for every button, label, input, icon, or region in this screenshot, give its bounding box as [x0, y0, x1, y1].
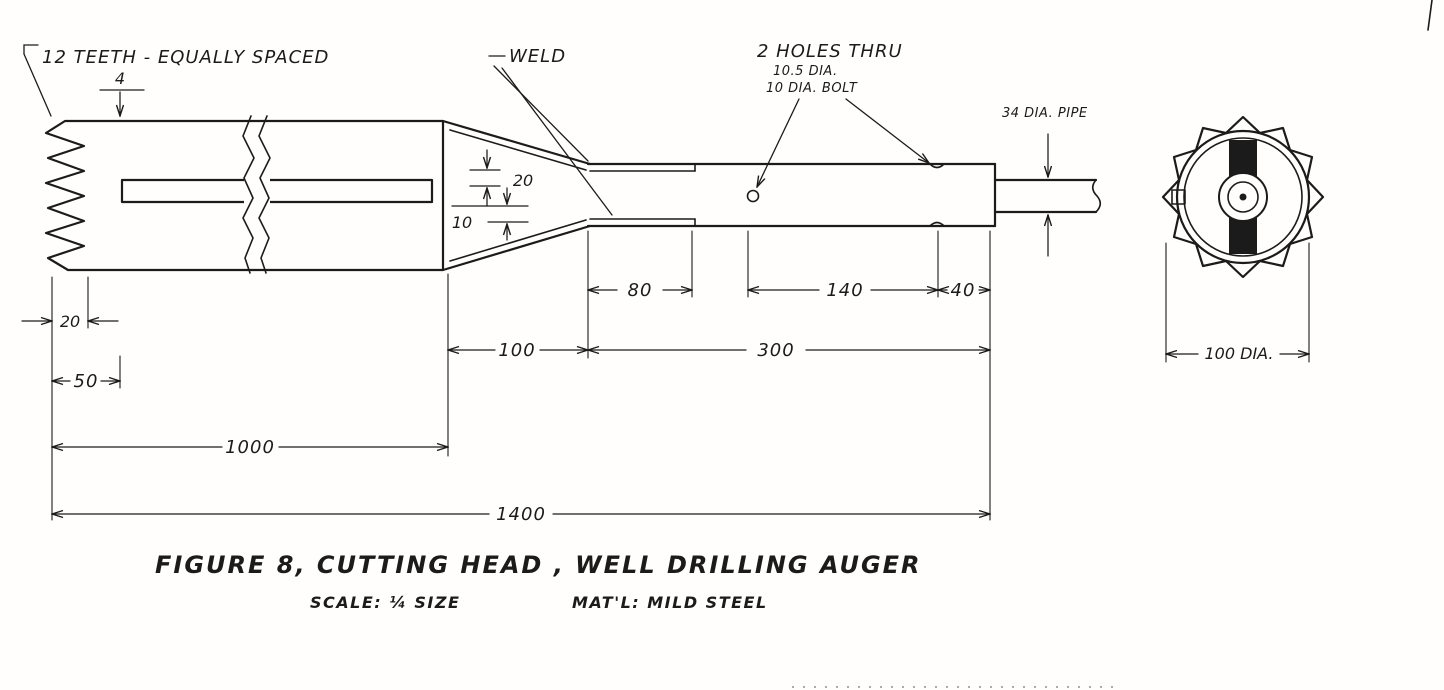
end-view-inner-wall — [1183, 137, 1303, 257]
holes-note-line1: 2 HOLES THRU — [757, 41, 903, 62]
dim-label: 20 — [60, 312, 80, 331]
dim-throat-top: 20 — [469, 149, 533, 207]
holes-note-line3: 10 DIA. BOLT — [766, 81, 858, 96]
dim-label: 50 — [74, 371, 99, 392]
dim-end-offset: 40 — [938, 280, 990, 301]
shaft-tube — [586, 162, 997, 228]
dim-socket-depth: 80 — [588, 280, 692, 301]
end-view — [1161, 115, 1325, 279]
dim-taper-length: 100 — [448, 340, 588, 361]
dim-label: 300 — [757, 340, 794, 361]
end-view-teeth — [1161, 115, 1325, 279]
main-view — [44, 115, 1102, 274]
teeth-note: 12 TEETH - EQUALLY SPACED — [23, 44, 329, 117]
holes-note: 2 HOLES THRU 10.5 DIA. 10 DIA. BOLT — [757, 41, 929, 187]
dim-hole-spacing: 140 — [748, 280, 938, 301]
weld-note: WELD — [488, 46, 613, 216]
break-line-left — [242, 115, 255, 274]
dim-label: 40 — [951, 280, 976, 301]
dim-label: 140 — [826, 280, 863, 301]
dim-label: 4 — [115, 69, 125, 88]
dim-head-length: 1000 — [52, 437, 448, 458]
holes-note-line2: 10.5 DIA. — [773, 64, 838, 79]
pipe-label: 34 DIA. PIPE — [1002, 106, 1088, 121]
dim-shaft-length: 300 — [588, 340, 990, 361]
dim-overall-length: 1400 — [52, 504, 990, 525]
end-view-center-dot — [1239, 193, 1247, 201]
dim-tooth-length: 20 — [21, 312, 119, 331]
dim-throat-bottom: 10 — [451, 187, 529, 241]
page-corner-mark — [1427, 0, 1433, 31]
title-block: FIGURE 8, CUTTING HEAD , WELL DRILLING A… — [155, 551, 922, 612]
teeth-note-label: 12 TEETH - EQUALLY SPACED — [42, 47, 329, 68]
dim-label: 1400 — [496, 504, 546, 525]
dim-tip-to-slot: 50 — [52, 371, 120, 392]
cutting-head-outline — [44, 119, 445, 272]
bolt-hole — [746, 189, 760, 203]
dim-tooth-depth: 4 — [99, 69, 145, 116]
dim-label: 20 — [513, 171, 533, 190]
break-line-right — [258, 115, 271, 274]
dim-pipe-diameter: 34 DIA. PIPE — [1002, 106, 1088, 257]
dim-label: 100 DIA. — [1205, 344, 1274, 363]
dim-label: 10 — [452, 213, 472, 232]
dim-label: 1000 — [225, 437, 275, 458]
scale-note: SCALE: ¼ SIZE — [310, 593, 460, 612]
slot-outline — [120, 178, 434, 204]
figure-caption: FIGURE 8, CUTTING HEAD , WELL DRILLING A… — [155, 551, 922, 579]
end-view-bore — [1227, 181, 1259, 213]
extension-lines — [51, 230, 1310, 521]
bolt-hole-notch-bottom — [929, 221, 945, 227]
dim-end-view-diameter: 100 DIA. — [1166, 344, 1309, 363]
dim-label: 80 — [628, 280, 653, 301]
taper-section — [441, 119, 592, 272]
bolt-hole-notch-top — [929, 163, 945, 169]
material-note: MAT'L: MILD STEEL — [572, 593, 768, 612]
end-view-keyway — [1171, 189, 1186, 205]
pipe — [993, 178, 1102, 214]
end-view-outer-wall — [1175, 129, 1311, 265]
weld-label: WELD — [509, 46, 566, 67]
dim-label: 100 — [498, 340, 535, 361]
